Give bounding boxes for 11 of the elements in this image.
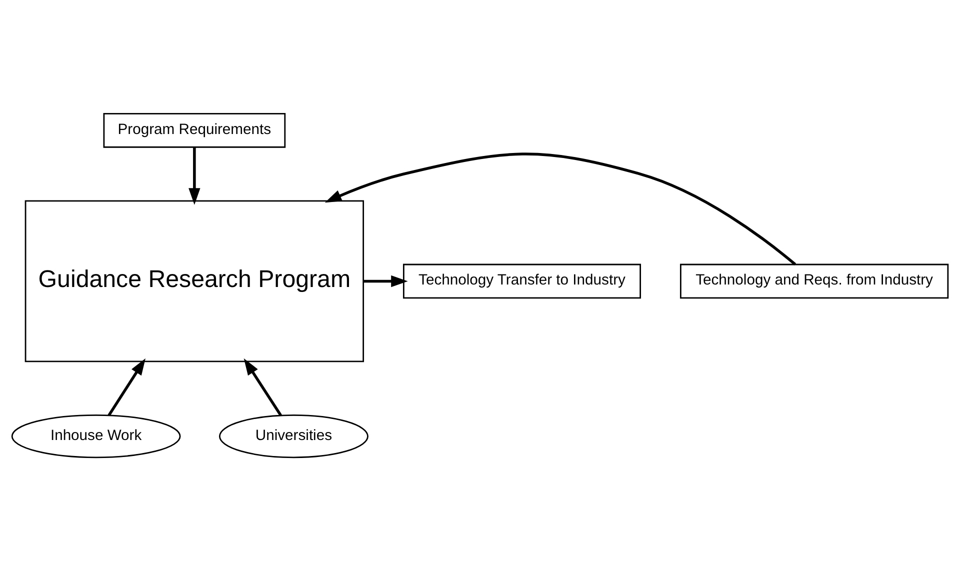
node-box: Technology and Reqs. from Industry <box>680 264 949 299</box>
node-box: Guidance Research Program <box>24 200 364 362</box>
arrow <box>363 275 408 288</box>
arrow <box>324 152 796 266</box>
arrow <box>188 147 200 205</box>
node-ellipse: Inhouse Work <box>11 414 181 458</box>
node-box: Technology Transfer to Industry <box>402 264 641 299</box>
node-box: Program Requirements <box>103 113 286 148</box>
arrow <box>108 358 146 416</box>
arrow <box>244 358 282 416</box>
node-ellipse: Universities <box>218 414 368 458</box>
